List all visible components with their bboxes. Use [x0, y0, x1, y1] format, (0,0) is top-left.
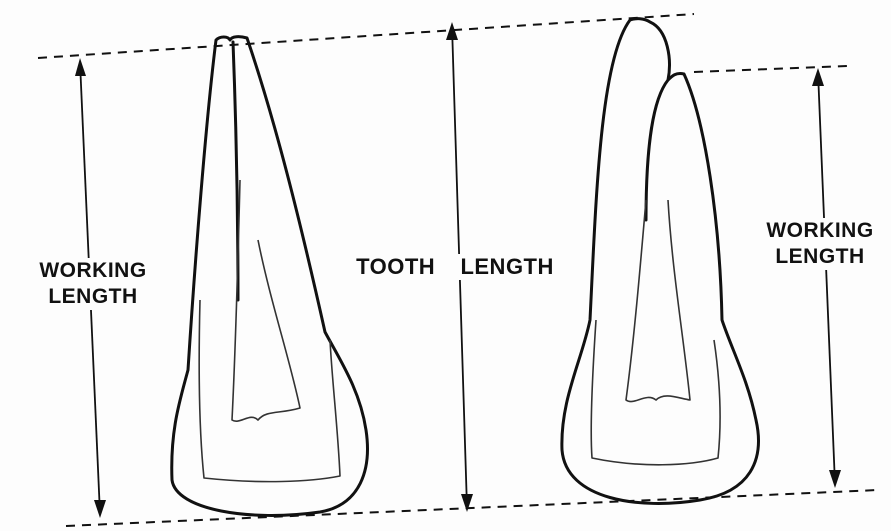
right-working-label-line-2: LENGTH: [752, 244, 888, 270]
right-working-label-line-1: WORKING: [752, 218, 888, 244]
top-reference-line-right-apex: [694, 66, 848, 72]
arrowhead-down: [461, 494, 473, 512]
left-tooth-pulp-canal: [232, 180, 300, 421]
right-tooth: [562, 19, 759, 504]
arrowhead-up: [812, 68, 824, 86]
tooth-length-label: TOOTH LENGTH: [340, 254, 570, 280]
arrowhead-up: [446, 22, 458, 40]
tooth-length-label-word-2: LENGTH: [460, 254, 553, 279]
right-tooth-root-split: [646, 80, 668, 220]
top-reference-line-left-apex: [38, 14, 694, 58]
arrowhead-down: [829, 470, 841, 488]
right-working-length-arrow: [812, 68, 841, 488]
arrowhead-up: [75, 58, 86, 76]
left-tooth: [172, 37, 368, 516]
left-working-label-line-2: LENGTH: [18, 284, 168, 310]
arrowhead-down: [94, 500, 106, 518]
right-tooth-pulp-canal: [626, 200, 690, 402]
tooth-length-label-word-1: TOOTH: [356, 254, 435, 279]
left-tooth-dentin-line: [199, 300, 340, 482]
left-working-label-line-1: WORKING: [18, 258, 168, 284]
right-tooth-dentin-line: [591, 320, 720, 465]
left-working-length-label: WORKING LENGTH: [18, 258, 168, 310]
right-working-length-label: WORKING LENGTH: [752, 218, 888, 270]
